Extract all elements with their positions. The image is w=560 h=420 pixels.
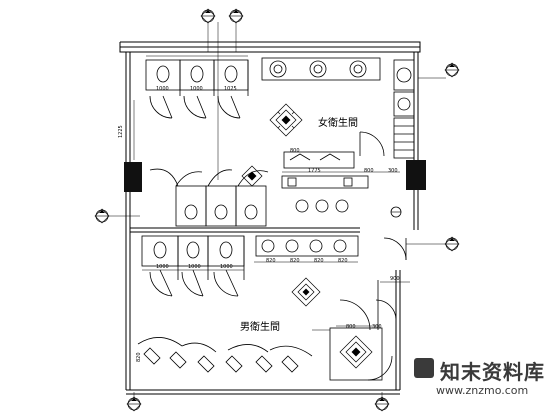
- dimension-texts: 1000 1000 1025 1225 800 1775 800 300 100…: [118, 86, 400, 362]
- dim-text: 300: [372, 324, 382, 330]
- marker-bottom-left: [126, 396, 142, 412]
- marker-left-mid: [94, 208, 110, 224]
- room-label-female: 女衛生間: [318, 116, 358, 129]
- door-swings-upper: [359, 131, 407, 261]
- dim-text: 1000: [156, 86, 169, 92]
- dim-text: 820: [338, 258, 348, 264]
- male-toilet-stalls: [141, 235, 245, 297]
- lower-right-area: [329, 280, 397, 381]
- female-toilet-stalls: [145, 59, 249, 119]
- watermark-url: www.znzmo.com: [436, 384, 529, 397]
- marker-right-upper: [444, 62, 460, 78]
- urinals: [137, 337, 313, 373]
- dim-text: 1000: [156, 264, 169, 270]
- dimension-lines: [133, 55, 410, 327]
- dim-text: 900: [390, 276, 400, 282]
- dim-text: 800: [364, 168, 374, 174]
- marker-right-mid: [444, 236, 460, 252]
- dim-text: 820: [136, 352, 142, 362]
- dim-text: 820: [314, 258, 324, 264]
- dim-text: 800: [290, 148, 300, 154]
- marker-mid-small: [390, 206, 402, 218]
- dim-text: 1775: [308, 168, 321, 174]
- floor-pattern-female: [269, 103, 303, 137]
- male-sinks: [255, 235, 359, 257]
- section-markers: [94, 8, 460, 412]
- dim-text: 820: [266, 258, 276, 264]
- vanity-counter: [281, 151, 369, 213]
- dim-text: 1225: [118, 125, 124, 138]
- floor-pattern-mid: [241, 165, 263, 187]
- right-fixtures: [393, 59, 415, 159]
- female-lower-stalls: [149, 168, 269, 227]
- female-sinks-top: [261, 57, 381, 81]
- marker-bottom-right: [374, 396, 390, 412]
- dim-text: 1000: [190, 86, 203, 92]
- dim-text: 1000: [188, 264, 201, 270]
- watermark-title: 知末资料库: [440, 360, 545, 384]
- dim-text: 300: [388, 168, 398, 174]
- marker-top-right: [228, 8, 244, 24]
- dim-text: 1025: [224, 86, 237, 92]
- structural-columns: [124, 160, 426, 192]
- floor-pattern-lobby: [339, 335, 373, 369]
- room-label-male: 男衛生間: [240, 320, 280, 333]
- dim-text: 800: [346, 324, 356, 330]
- floor-pattern-symbols: [241, 103, 373, 369]
- marker-top-left: [200, 8, 216, 24]
- watermark-logo-icon: [414, 358, 434, 378]
- outer-walls: [119, 41, 421, 395]
- floor-pattern-male: [291, 277, 321, 307]
- dim-text: 820: [290, 258, 300, 264]
- dim-text: 1000: [220, 264, 233, 270]
